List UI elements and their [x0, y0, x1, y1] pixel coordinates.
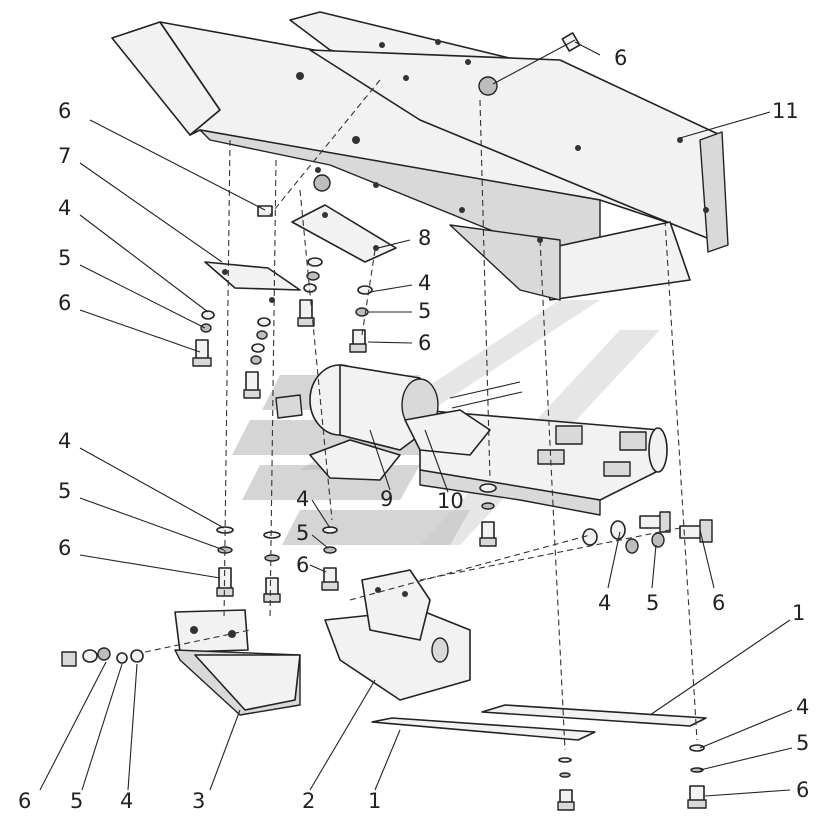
label-8: 8	[418, 226, 431, 250]
label-10: 10	[437, 489, 464, 513]
label-9: 9	[380, 487, 393, 511]
leader-lines	[39, 41, 793, 797]
label-6-mid-center: 6	[296, 553, 309, 577]
label-4-upper-left: 4	[58, 196, 71, 220]
label-3: 3	[192, 789, 205, 813]
label-5-bottom-right: 5	[796, 731, 809, 755]
bracket-part-3	[174, 609, 301, 716]
label-11: 11	[772, 99, 799, 123]
label-4-right: 4	[598, 591, 611, 615]
strip-part-1-right	[481, 704, 707, 727]
coupling-fork-part-9	[275, 364, 491, 481]
label-1-bottom: 1	[368, 789, 381, 813]
strip-part-1-left	[371, 717, 596, 741]
label-5-center: 5	[418, 299, 431, 323]
label-5-mid-center: 5	[296, 521, 309, 545]
label-6-right: 6	[712, 591, 725, 615]
label-2: 2	[302, 789, 315, 813]
label-6-bottom-right: 6	[796, 778, 809, 802]
bracket-part-2	[324, 569, 471, 701]
label-5-bottom-left: 5	[70, 789, 83, 813]
plate-part-7	[204, 261, 301, 303]
label-6-bottom-left: 6	[18, 789, 31, 813]
label-5-mid-left: 5	[58, 479, 71, 503]
label-5-right: 5	[646, 591, 659, 615]
label-1-right: 1	[792, 601, 805, 625]
callout-labels: 6 7 4 5 6 6 11 8 4 5 6 4 5 6 9 10 4 5 6 …	[18, 46, 809, 813]
label-4-mid-left: 4	[58, 429, 71, 453]
label-6-center: 6	[418, 331, 431, 355]
label-6-top-right: 6	[614, 46, 627, 70]
label-4-center: 4	[418, 271, 431, 295]
label-6-upper-left: 6	[58, 291, 71, 315]
label-4-mid-center: 4	[296, 487, 309, 511]
frame-beam-part-11	[111, 11, 729, 301]
label-6-mid-left: 6	[58, 536, 71, 560]
label-4-bottom-left: 4	[120, 789, 133, 813]
label-7: 7	[58, 144, 71, 168]
label-4-bottom-right: 4	[796, 695, 809, 719]
label-5-upper-left: 5	[58, 246, 71, 270]
label-6-top-left: 6	[58, 99, 71, 123]
plate-part-8	[291, 204, 397, 263]
assembly-lines	[144, 79, 698, 751]
